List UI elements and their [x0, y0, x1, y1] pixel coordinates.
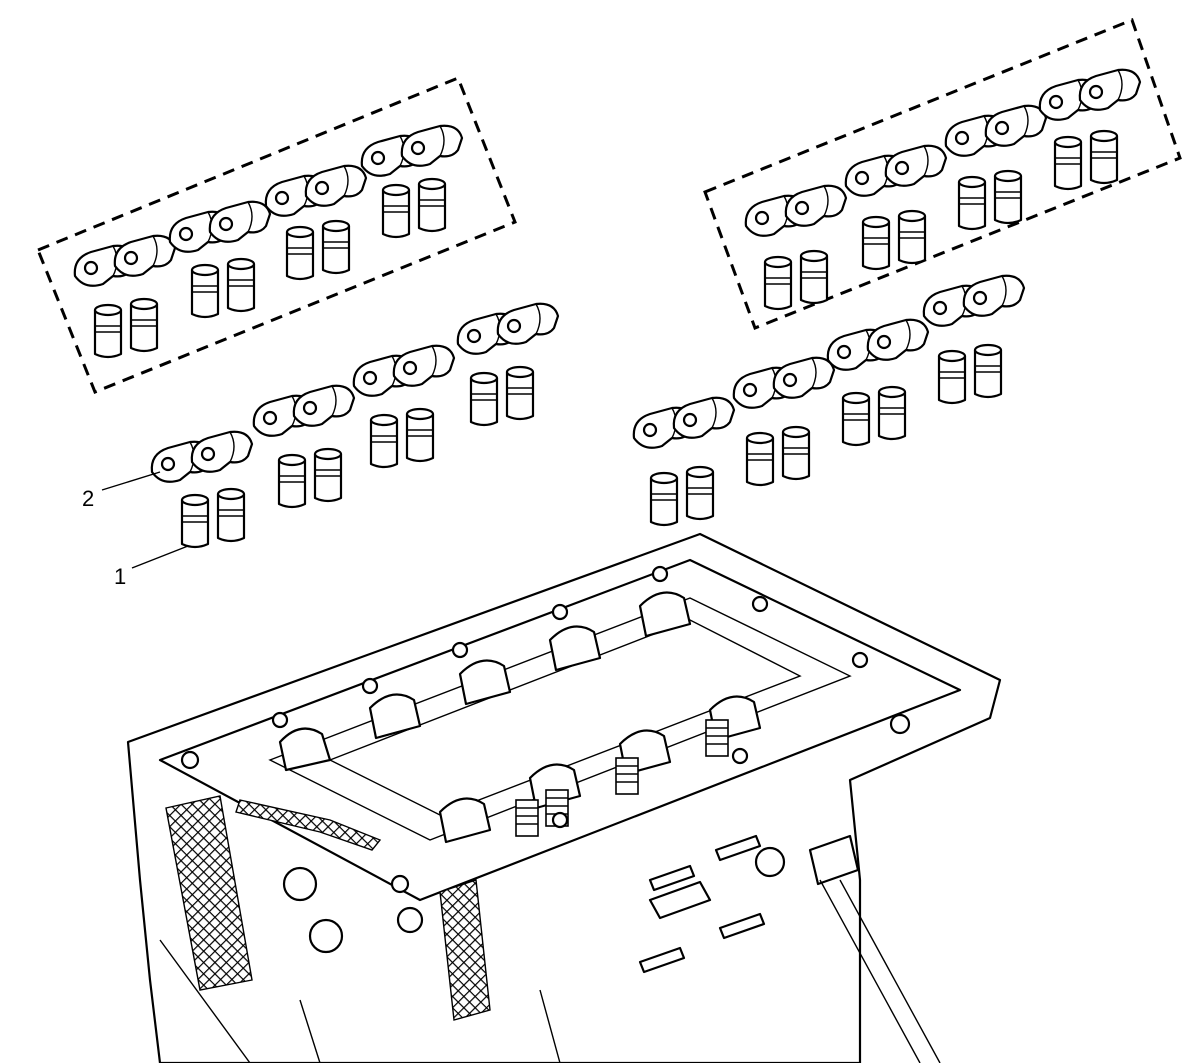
callout-1: 1 — [114, 545, 189, 589]
leader-line-1 — [131, 545, 189, 569]
studs — [638, 834, 766, 974]
gasket-mesh-strip — [235, 799, 382, 851]
front-face-details — [282, 834, 860, 954]
left-replacement-kit-group — [36, 76, 517, 394]
callout-2: 2 — [82, 471, 161, 511]
bolt-holes — [180, 565, 911, 894]
callout-label-1: 1 — [114, 564, 126, 589]
cylinder-head — [126, 532, 1002, 1063]
right-replacement-kit-group — [703, 18, 1182, 330]
gasket-mesh-center — [439, 879, 491, 1021]
callout-label-2: 2 — [82, 486, 94, 511]
gasket-mesh-left — [165, 795, 253, 991]
leader-line-2 — [101, 471, 161, 491]
